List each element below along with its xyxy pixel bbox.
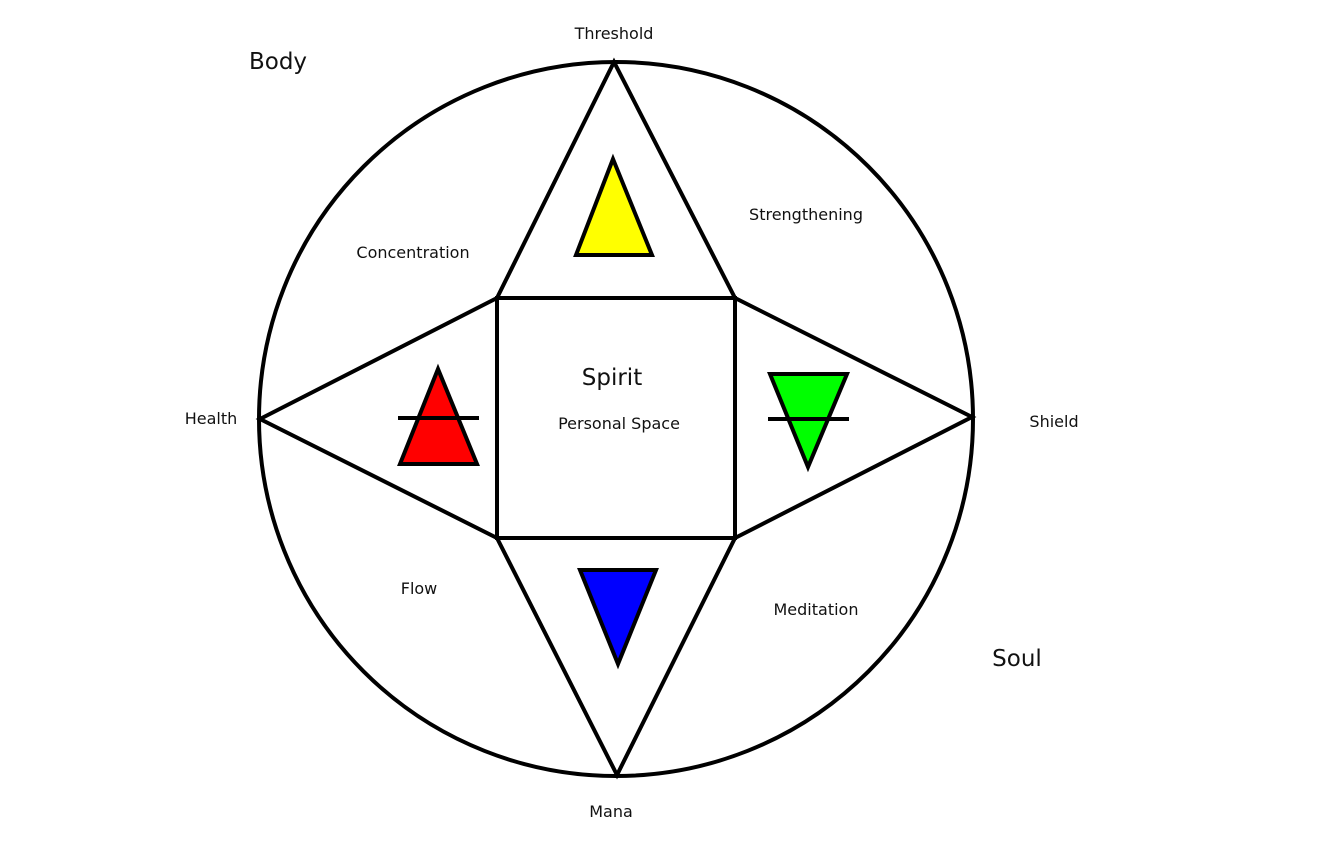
personal-space-label: Personal Space (558, 414, 680, 433)
concentration-label: Concentration (356, 243, 469, 262)
strengthening-label: Strengthening (749, 205, 863, 224)
mana-label: Mana (589, 802, 633, 821)
spirit-title: Spirit (582, 365, 642, 391)
fire-symbol-icon (397, 363, 480, 466)
soul-label: Soul (992, 646, 1042, 672)
meditation-label: Meditation (774, 600, 859, 619)
flow-label: Flow (401, 579, 438, 598)
air-symbol-icon (573, 153, 655, 257)
shield-label: Shield (1029, 412, 1078, 431)
center-square (495, 296, 737, 540)
water-symbol-icon (577, 568, 659, 670)
earth-symbol-icon (767, 372, 851, 473)
threshold-label: Threshold (574, 24, 654, 43)
health-label: Health (185, 409, 238, 428)
body-label: Body (249, 49, 307, 75)
